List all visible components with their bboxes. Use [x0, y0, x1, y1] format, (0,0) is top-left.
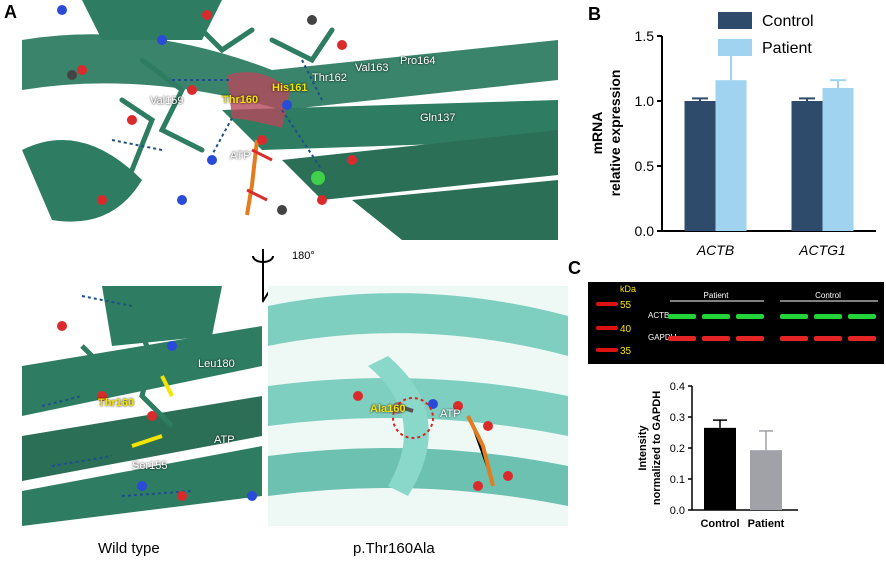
- panel-letter-b: B: [588, 4, 601, 24]
- y-tick-label: 1.0: [635, 93, 655, 109]
- western-blot: kDa 55 40 35 ACTB GAPDH Patient Control: [588, 282, 884, 364]
- band-gapdh: [736, 336, 764, 341]
- y-axis-label-line2: relative expression: [607, 70, 623, 197]
- band-actb: [848, 314, 876, 319]
- bar-patient-actg1: [822, 88, 854, 231]
- band-label-gapdh: GAPDH: [648, 333, 677, 342]
- y-axis-label-line1: mRNA: [589, 112, 605, 155]
- wild-label-ser155: Ser155: [132, 460, 168, 472]
- y-tick-label: 0.0: [635, 223, 655, 239]
- bar-patient: [750, 450, 782, 510]
- x-tick-label: Patient: [748, 518, 785, 530]
- label-gln137: Gln137: [420, 112, 456, 124]
- band-gapdh: [814, 336, 842, 341]
- wild-type-caption: Wild type: [98, 540, 160, 557]
- label-thr160: Thr160: [222, 94, 259, 106]
- band-label-actb: ACTB: [648, 311, 669, 320]
- y-tick-label: 0.1: [670, 474, 685, 486]
- structure-mutant-image: [268, 286, 568, 526]
- bar-control-actb: [684, 101, 716, 231]
- marker-label: 55: [620, 300, 632, 311]
- band-actb: [780, 314, 808, 319]
- y-tick-label: 0.5: [635, 158, 655, 174]
- structure-wild-image: [22, 286, 262, 526]
- band-gapdh: [702, 336, 730, 341]
- label-thr162: Thr162: [312, 72, 347, 84]
- label-val163: Val163: [355, 62, 389, 74]
- structure-top-drawing: [22, 0, 558, 240]
- legend-label-control: Control: [762, 13, 814, 30]
- mutant-label-atp: ATP: [440, 408, 461, 420]
- y-axis-label-line1: Intensity: [637, 425, 649, 471]
- y-tick-label: 0.2: [670, 443, 685, 455]
- ladder-band: [596, 326, 618, 330]
- group-label-patient: Patient: [704, 291, 730, 300]
- band-actb: [668, 314, 696, 319]
- blot-background: [588, 282, 884, 364]
- group-label-control: Control: [815, 291, 841, 300]
- band-actb: [702, 314, 730, 319]
- label-atp-top: ATP: [230, 150, 251, 162]
- mutant-caption: p.Thr160Ala: [353, 540, 435, 557]
- legend-swatch-patient: [718, 39, 752, 56]
- band-actb: [814, 314, 842, 319]
- marker-label: 35: [620, 346, 632, 357]
- x-tick-label: Control: [700, 518, 739, 530]
- y-axis-label-line2: normalized to GAPDH: [651, 391, 663, 505]
- ladder-band: [596, 348, 618, 352]
- x-tick-label: ACTG1: [798, 242, 846, 258]
- band-gapdh: [668, 336, 696, 341]
- wild-label-thr160: Thr160: [98, 397, 135, 409]
- bar-control-actg1: [791, 101, 823, 231]
- y-tick-label: 0.4: [670, 381, 685, 393]
- mutant-label-ala160: Ala160: [370, 403, 406, 415]
- bar-patient-actb: [715, 80, 747, 231]
- panel-letter-a: A: [4, 2, 17, 22]
- y-tick-label: 0.3: [670, 412, 685, 424]
- label-val159: Val159: [150, 95, 184, 107]
- label-pro164: Pro164: [400, 55, 436, 67]
- legend-swatch-control: [718, 12, 752, 29]
- band-actb: [736, 314, 764, 319]
- wild-label-leu180: Leu180: [198, 358, 235, 370]
- wild-label-atp: ATP: [214, 434, 235, 446]
- ladder-band: [596, 302, 618, 306]
- marker-label: 40: [620, 324, 632, 335]
- x-tick-label: ACTB: [696, 242, 734, 258]
- panel-letter-c: C: [568, 258, 581, 278]
- bar-control: [704, 427, 736, 510]
- band-gapdh: [780, 336, 808, 341]
- rotation-label: 180°: [292, 250, 315, 262]
- legend-label-patient: Patient: [762, 40, 812, 57]
- kda-label: kDa: [620, 284, 636, 294]
- structure-top-image: [22, 0, 558, 240]
- label-his161: His161: [272, 82, 308, 94]
- band-gapdh: [848, 336, 876, 341]
- y-tick-label: 0.0: [670, 505, 685, 517]
- y-tick-label: 1.5: [635, 28, 655, 44]
